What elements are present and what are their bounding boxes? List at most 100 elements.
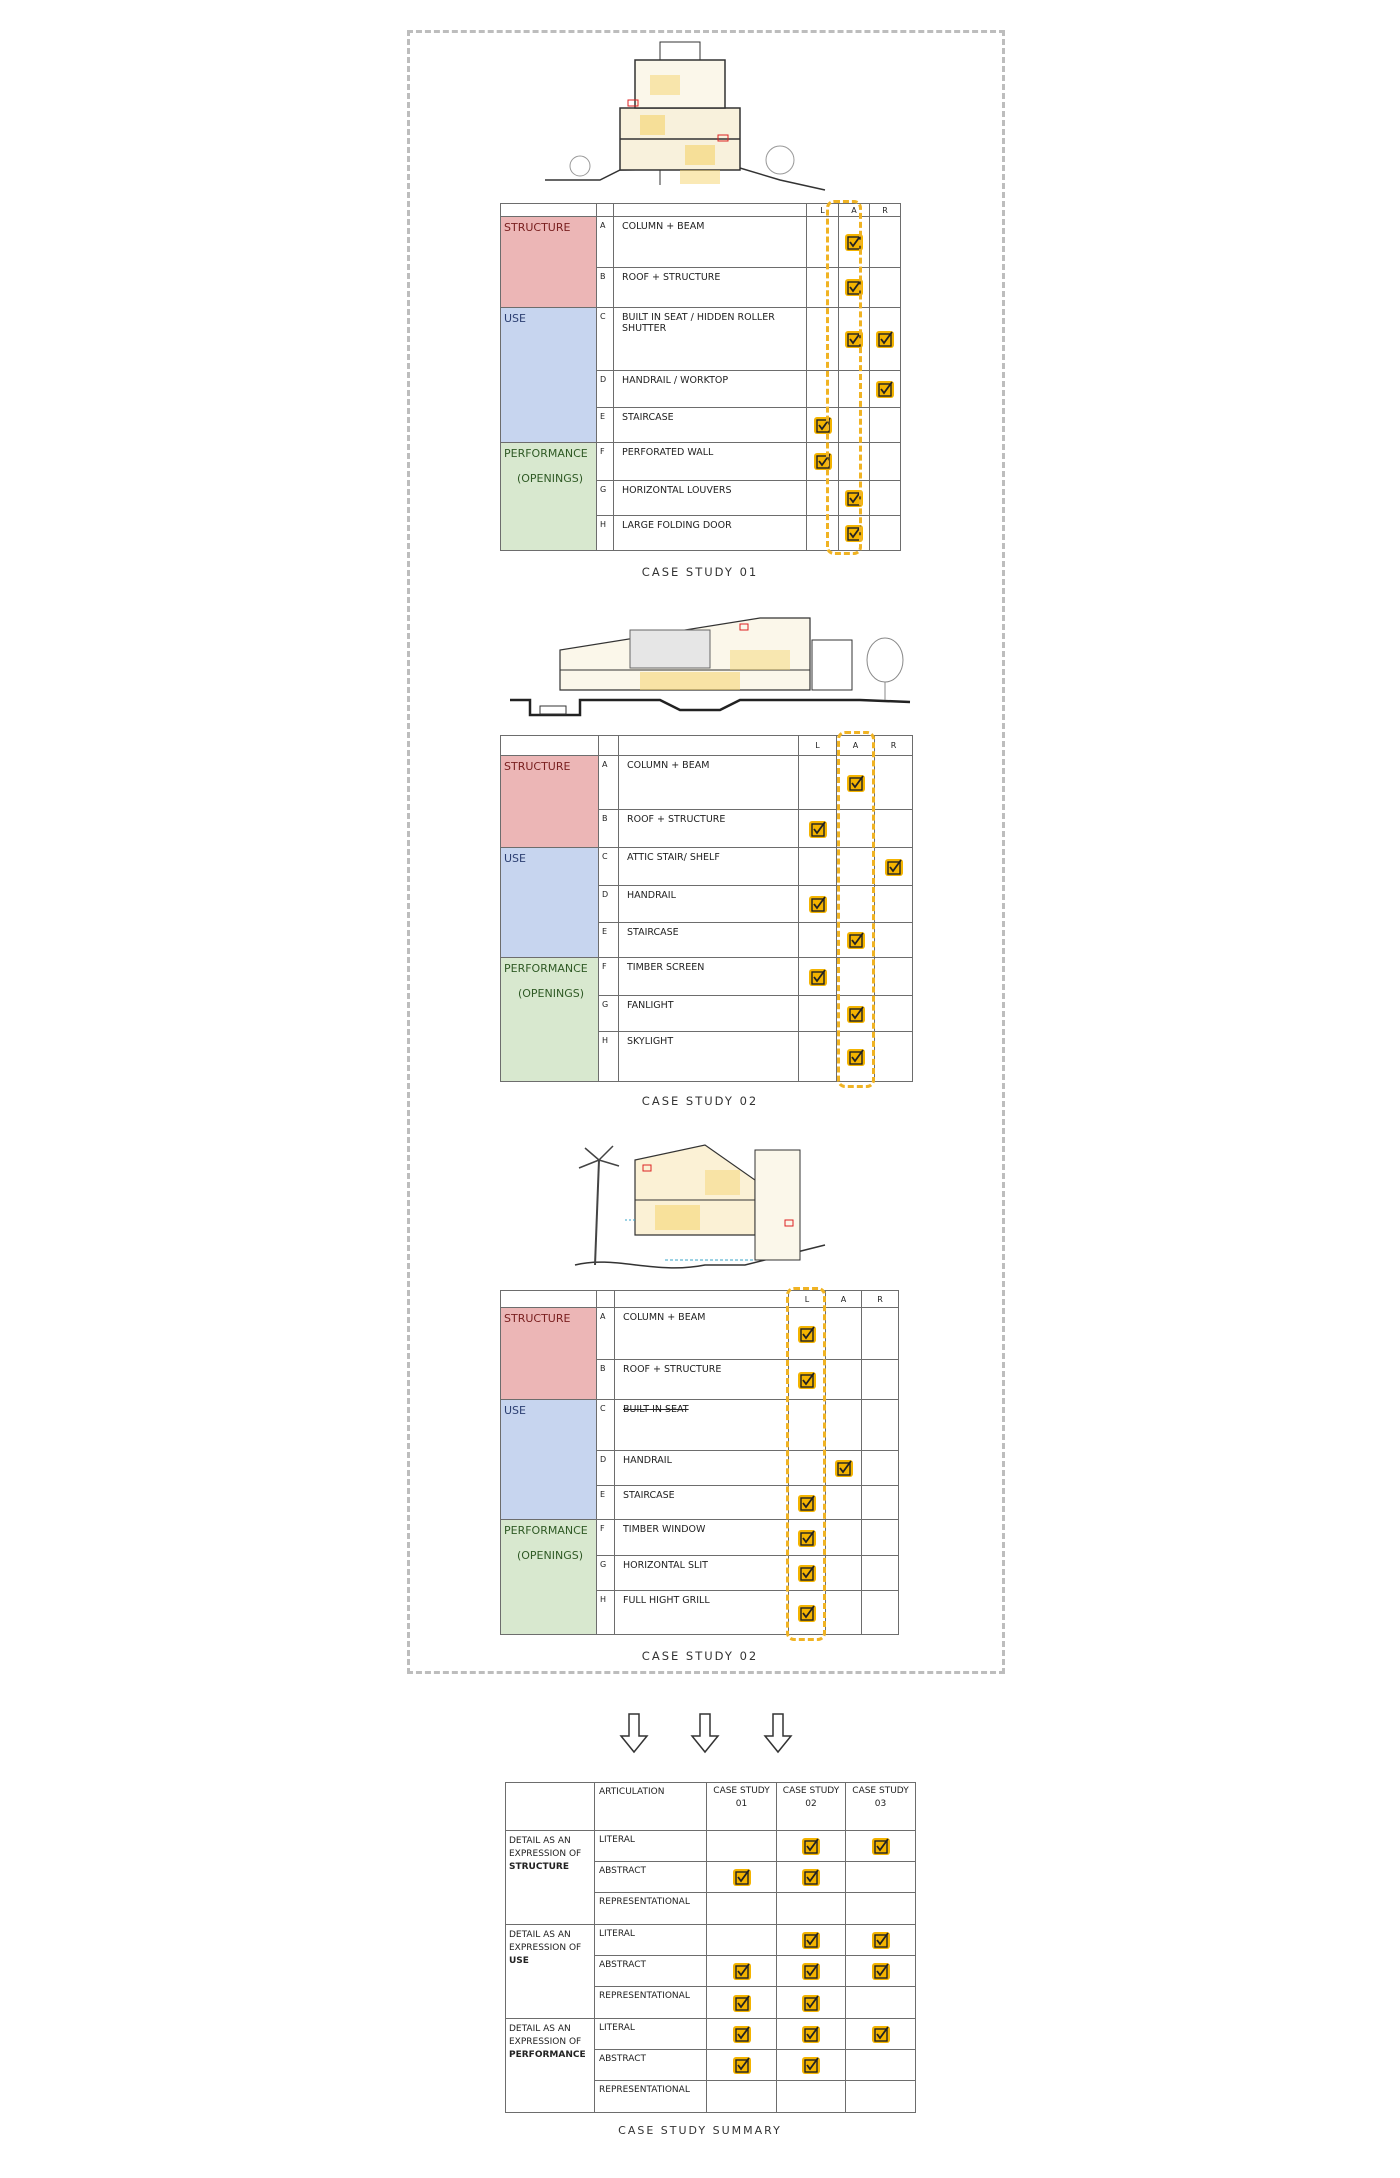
case-study-caption: CASE STUDY 01: [641, 565, 759, 579]
row-letter: A: [596, 1307, 615, 1360]
articulation-label: REPRESENTATIONAL: [594, 2080, 707, 2113]
checkbox-checked-icon: [802, 2026, 820, 2043]
category-structure: STRUCTURE: [500, 216, 597, 308]
row-label: TIMBER WINDOW: [614, 1519, 789, 1556]
row-letter: C: [596, 1399, 615, 1451]
checkbox-checked-icon: [732, 2057, 751, 2074]
case-studies-frame: [407, 30, 1005, 1674]
category-performance: PERFORMANCE(OPENINGS): [500, 1519, 597, 1635]
checkbox-checked-icon: [808, 820, 827, 838]
row-label: COLUMN + BEAM: [618, 755, 799, 810]
row-label: HORIZONTAL SLIT: [614, 1555, 789, 1591]
down-arrow-icon: [763, 1713, 793, 1754]
row-letter: H: [598, 1031, 619, 1082]
category-performance: PERFORMANCE(OPENINGS): [500, 957, 599, 1082]
case-study-table-2: L A R STRUCTURE A COLUMN + BEAM B ROOF +…: [500, 735, 913, 1082]
checkbox-checked-icon: [834, 1460, 853, 1477]
summary-table: ARTICULATION CASE STUDY 01 CASE STUDY 02…: [505, 1782, 916, 2113]
checkbox-checked-icon: [846, 932, 865, 949]
col-header-abstract: A: [825, 1290, 862, 1308]
category-use: USE: [500, 847, 599, 958]
checkbox-checked-icon: [798, 1371, 816, 1389]
row-letter: G: [596, 1555, 615, 1591]
checkbox-checked-icon: [802, 1932, 820, 1949]
row-label: TIMBER SCREEN: [618, 957, 799, 996]
checkbox-checked-icon: [876, 381, 894, 399]
category-performance: PERFORMANCE(OPENINGS): [500, 442, 597, 551]
articulation-label: LITERAL: [594, 2018, 707, 2050]
row-letter: F: [598, 957, 619, 996]
articulation-label: ABSTRACT: [594, 1861, 707, 1893]
row-letter: E: [598, 922, 619, 958]
checkbox-checked-icon: [845, 234, 863, 252]
checkbox-checked-icon: [802, 1869, 820, 1886]
row-letter: D: [598, 885, 619, 923]
checkbox-checked-icon: [871, 1838, 890, 1855]
case-study-caption: CASE STUDY 02: [641, 1094, 759, 1108]
row-label: FULL HIGHT GRILL: [614, 1590, 789, 1635]
row-letter: D: [596, 1450, 615, 1486]
row-letter: D: [596, 369, 614, 409]
articulation-header: ARTICULATION: [594, 1782, 707, 1831]
row-letter: G: [596, 479, 614, 517]
col-header-representational: R: [869, 202, 901, 218]
row-label: ROOF + STRUCTURE: [613, 267, 807, 308]
row-label: HANDRAIL: [614, 1450, 789, 1486]
row-letter: B: [596, 267, 614, 308]
checkbox-checked-icon: [798, 1604, 816, 1622]
case-study-table-1: L A R STRUCTURE A COLUMN + BEAM B ROOF +…: [500, 202, 901, 551]
checkbox-checked-icon: [732, 2026, 751, 2043]
checkbox-checked-icon: [846, 1005, 865, 1023]
checkbox-checked-icon: [846, 774, 865, 792]
row-label: STAIRCASE: [614, 1485, 789, 1520]
articulation-label: LITERAL: [594, 1830, 707, 1862]
row-letter: F: [596, 1519, 615, 1556]
row-label: HANDRAIL / WORKTOP: [613, 369, 807, 409]
row-label: HANDRAIL: [618, 885, 799, 923]
summary-col-case-study-02: CASE STUDY 02: [776, 1782, 846, 1831]
highlight-column-literal: [786, 1287, 826, 1641]
row-label: COLUMN + BEAM: [614, 1307, 789, 1360]
row-label: FANLIGHT: [618, 995, 799, 1032]
row-label: ROOF + STRUCTURE: [618, 809, 799, 848]
row-label: SKYLIGHT: [618, 1031, 799, 1082]
checkbox-checked-icon: [846, 1048, 865, 1066]
case-study-table-3: L A R STRUCTURE A COLUMN + BEAM B ROOF +…: [500, 1290, 899, 1635]
row-letter: G: [598, 995, 619, 1032]
articulation-label: REPRESENTATIONAL: [594, 1986, 707, 2019]
articulation-label: LITERAL: [594, 1924, 707, 1956]
row-letter: A: [596, 216, 614, 269]
checkbox-checked-icon: [802, 1963, 820, 1980]
checkbox-checked-icon: [802, 1994, 820, 2012]
checkbox-checked-icon: [798, 1325, 816, 1343]
summary-col-case-study-03: CASE STUDY 03: [845, 1782, 916, 1831]
checkbox-checked-icon: [802, 2057, 820, 2074]
row-letter: B: [596, 1359, 615, 1400]
section-drawing-1: [545, 41, 826, 191]
row-letter: C: [598, 847, 619, 886]
row-letter: E: [596, 407, 614, 444]
row-label: PERFORATED WALL: [613, 442, 807, 481]
articulation-label: REPRESENTATIONAL: [594, 1892, 707, 1925]
checkbox-checked-icon: [802, 1838, 820, 1855]
articulation-label: ABSTRACT: [594, 1955, 707, 1987]
row-letter: B: [598, 809, 619, 848]
articulation-label: ABSTRACT: [594, 2049, 707, 2081]
row-letter: H: [596, 515, 614, 551]
case-study-caption: CASE STUDY 02: [641, 1649, 759, 1663]
highlight-column-abstract: [837, 731, 875, 1088]
checkbox-checked-icon: [798, 1565, 816, 1582]
row-label: COLUMN + BEAM: [613, 216, 807, 269]
section-drawing-3: [574, 1144, 826, 1269]
checkbox-checked-icon: [732, 1994, 751, 2012]
row-label: LARGE FOLDING DOOR: [613, 515, 807, 551]
checkbox-checked-icon: [871, 1932, 890, 1949]
checkbox-checked-icon: [808, 968, 827, 986]
checkbox-checked-icon: [845, 330, 863, 348]
row-letter: A: [598, 755, 619, 810]
down-arrow-icon: [619, 1713, 649, 1754]
col-header-literal: L: [798, 735, 837, 756]
